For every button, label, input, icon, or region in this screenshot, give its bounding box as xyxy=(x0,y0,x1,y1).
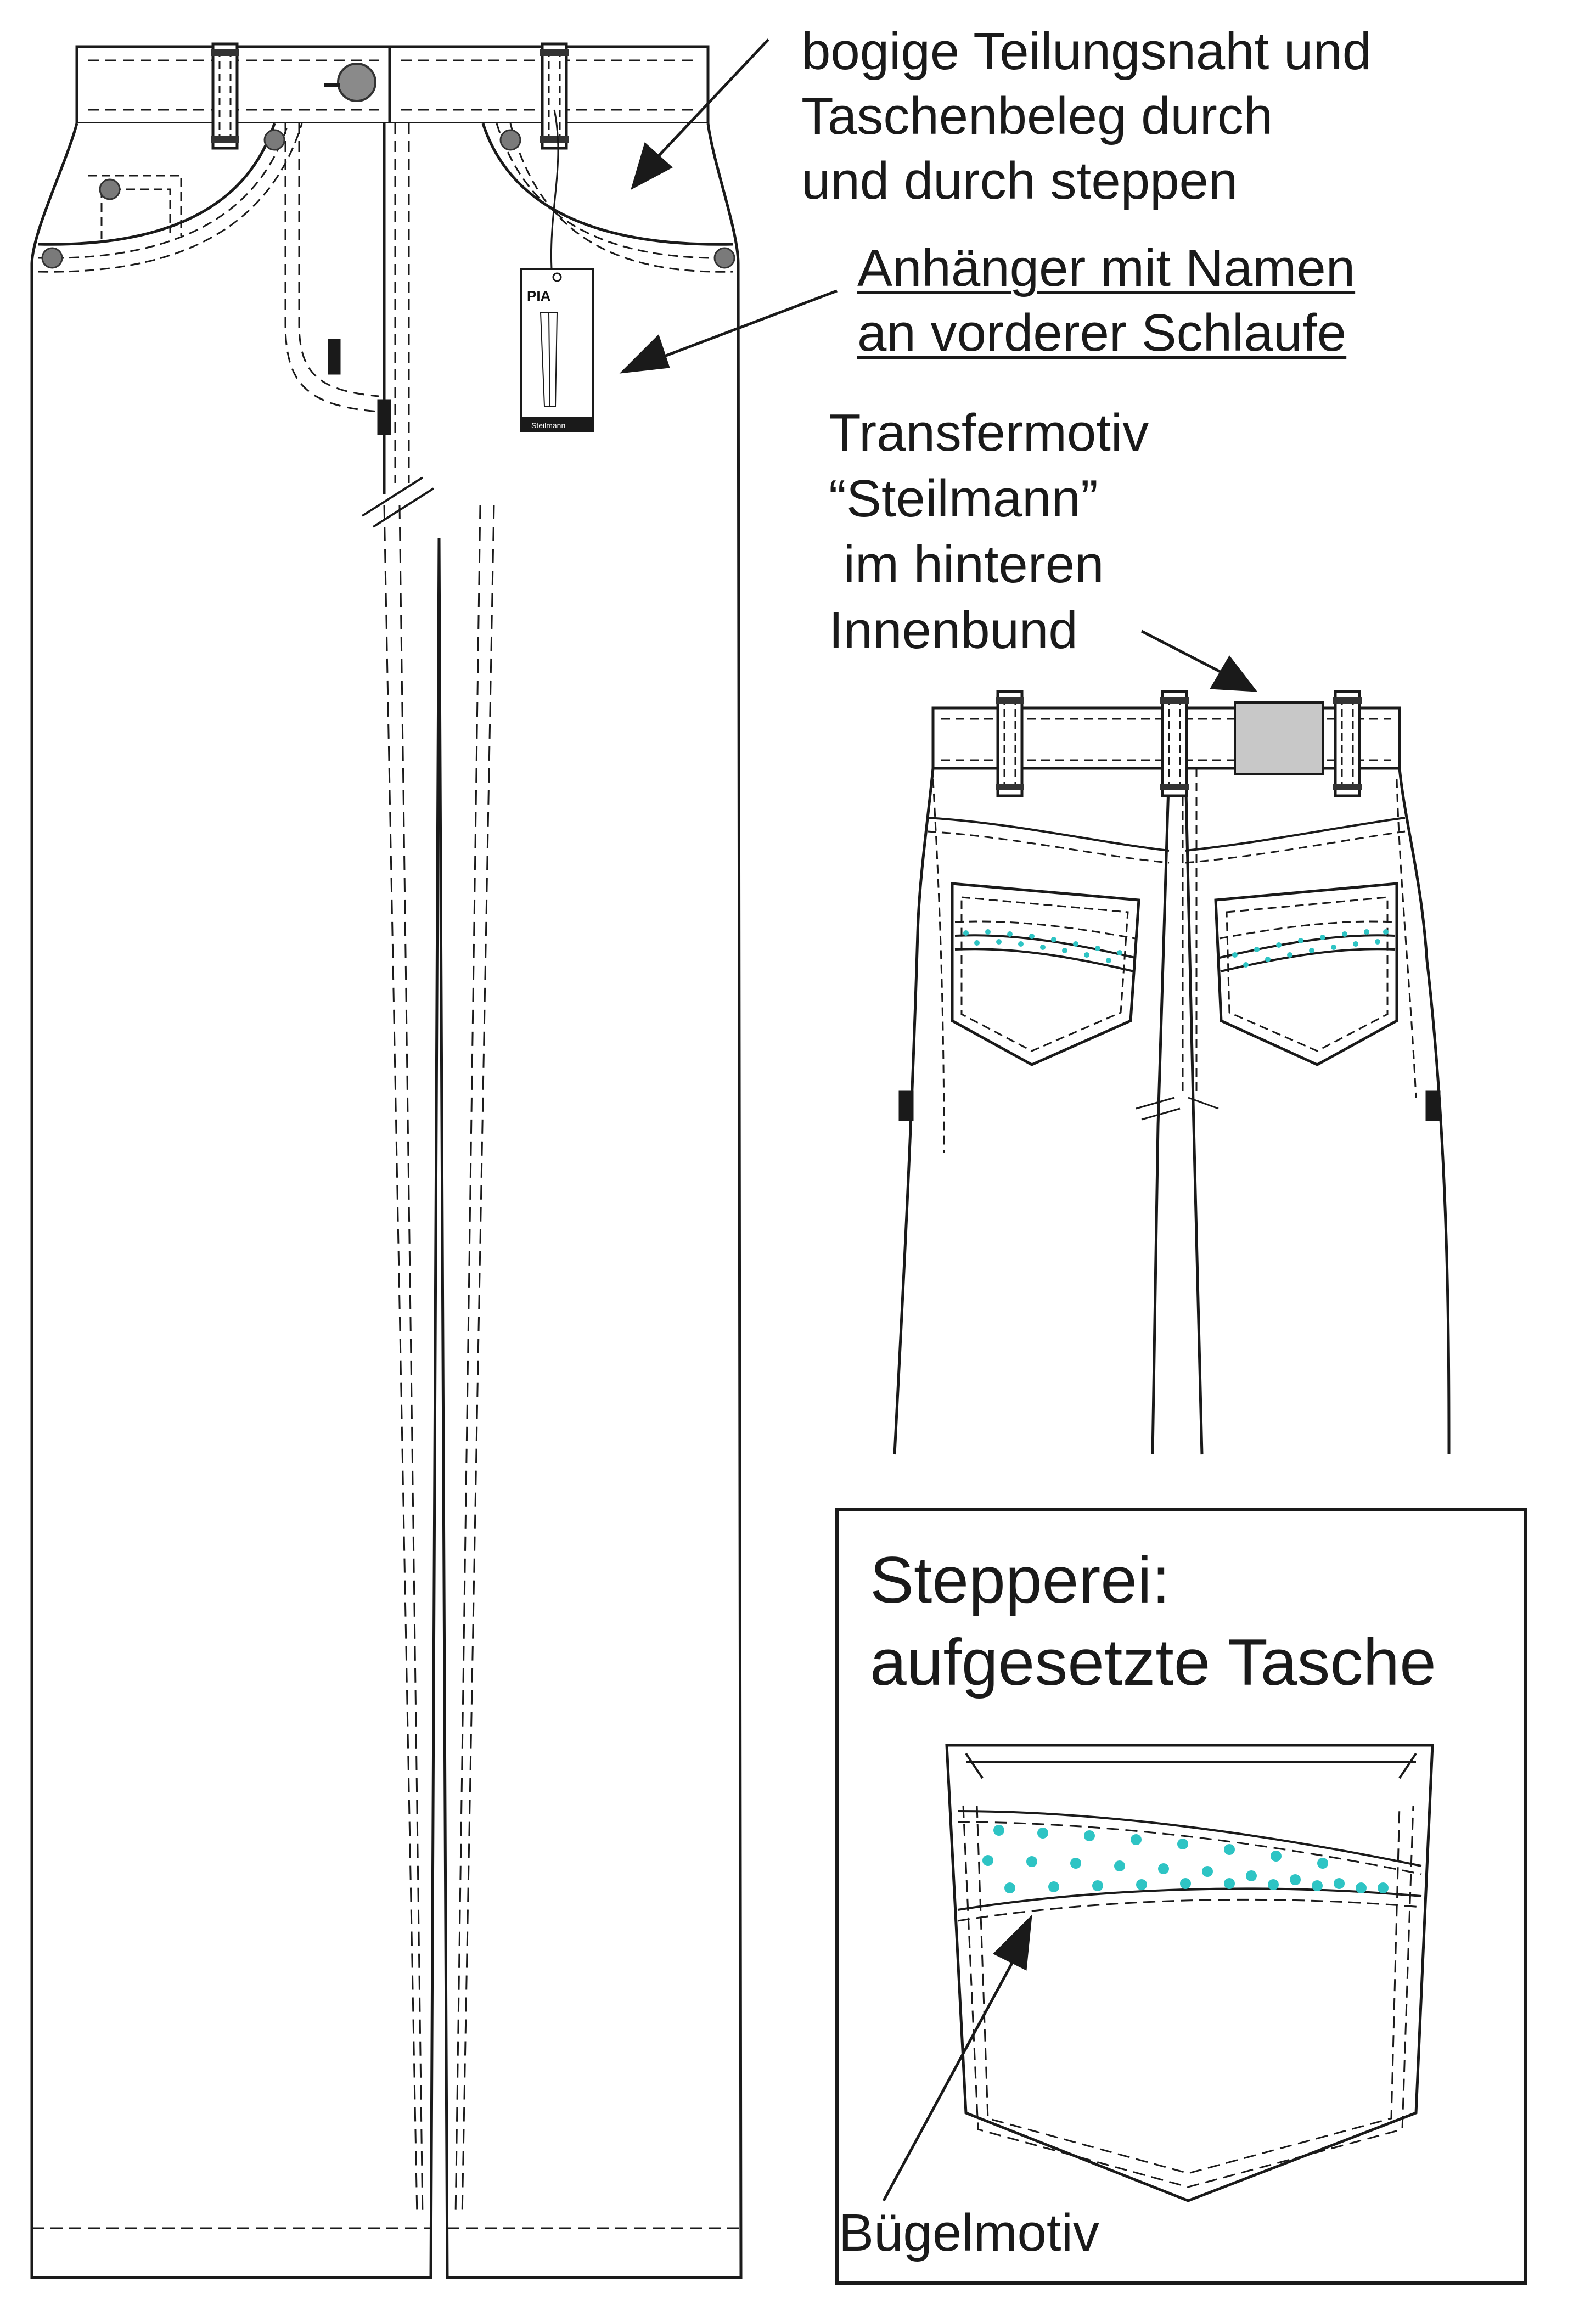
rivet xyxy=(41,247,63,269)
annotation-transfer-line3: im hinteren xyxy=(829,535,1104,594)
transfer-label-patch xyxy=(1234,701,1324,775)
rivet xyxy=(713,247,735,269)
annotation-arrows xyxy=(619,38,1258,692)
belt-loop xyxy=(540,44,569,148)
detail-pocket xyxy=(945,1744,1434,2202)
back-pocket-left xyxy=(951,882,1140,1066)
bugelmotiv-label: Bügelmotiv xyxy=(839,2203,1099,2262)
annotation-transfer-line4: Innenbund xyxy=(829,601,1078,660)
front-waistband xyxy=(75,45,710,125)
detail-box-title-line1: Stepperei: xyxy=(870,1543,1171,1617)
annotation-hang-tag-line1: Anhänger mit Namen xyxy=(857,239,1356,297)
annotation-transfer-line2: “Steilmann” xyxy=(829,469,1098,528)
belt-loop xyxy=(996,692,1024,796)
coin-pocket xyxy=(88,175,182,241)
right-front-pocket-seam xyxy=(481,123,733,246)
hang-tag-name: PIA xyxy=(527,288,551,304)
belt-loop xyxy=(1333,692,1362,796)
annotation-curved-seam-line2: Taschenbeleg durch xyxy=(801,87,1273,145)
hang-tag-brand: Steilmann xyxy=(531,421,565,430)
rivet xyxy=(263,129,285,151)
hang-tag xyxy=(520,109,594,432)
annotation-curved-seam-line1: bogige Teilungsnaht und xyxy=(801,22,1372,81)
waistband-button xyxy=(337,63,376,102)
rivet xyxy=(99,178,121,200)
bugelmotiv-arrow xyxy=(882,1914,1032,2202)
left-front-pocket-seam xyxy=(38,123,276,246)
fly-stitching xyxy=(284,123,379,413)
detail-box-title-line2: aufgesetzte Tasche xyxy=(870,1626,1436,1699)
front-outline xyxy=(30,123,743,2279)
back-yoke xyxy=(927,817,1406,852)
belt-loop xyxy=(1160,692,1189,796)
rivet xyxy=(499,129,521,151)
annotation-curved-seam-line3: und durch steppen xyxy=(801,151,1238,210)
front-view-trousers xyxy=(30,45,743,2279)
annotation-hang-tag-line2: an vorderer Schlaufe xyxy=(857,303,1347,362)
back-outline xyxy=(893,768,1451,1455)
back-pocket-motif-dots xyxy=(963,929,1389,968)
annotation-transfer-line1: Transfermotiv xyxy=(829,403,1149,462)
back-pocket-right xyxy=(1214,882,1398,1066)
bugelmotiv-dots xyxy=(982,1825,1389,1893)
back-view-trousers xyxy=(893,706,1451,1455)
belt-loop xyxy=(211,44,239,148)
